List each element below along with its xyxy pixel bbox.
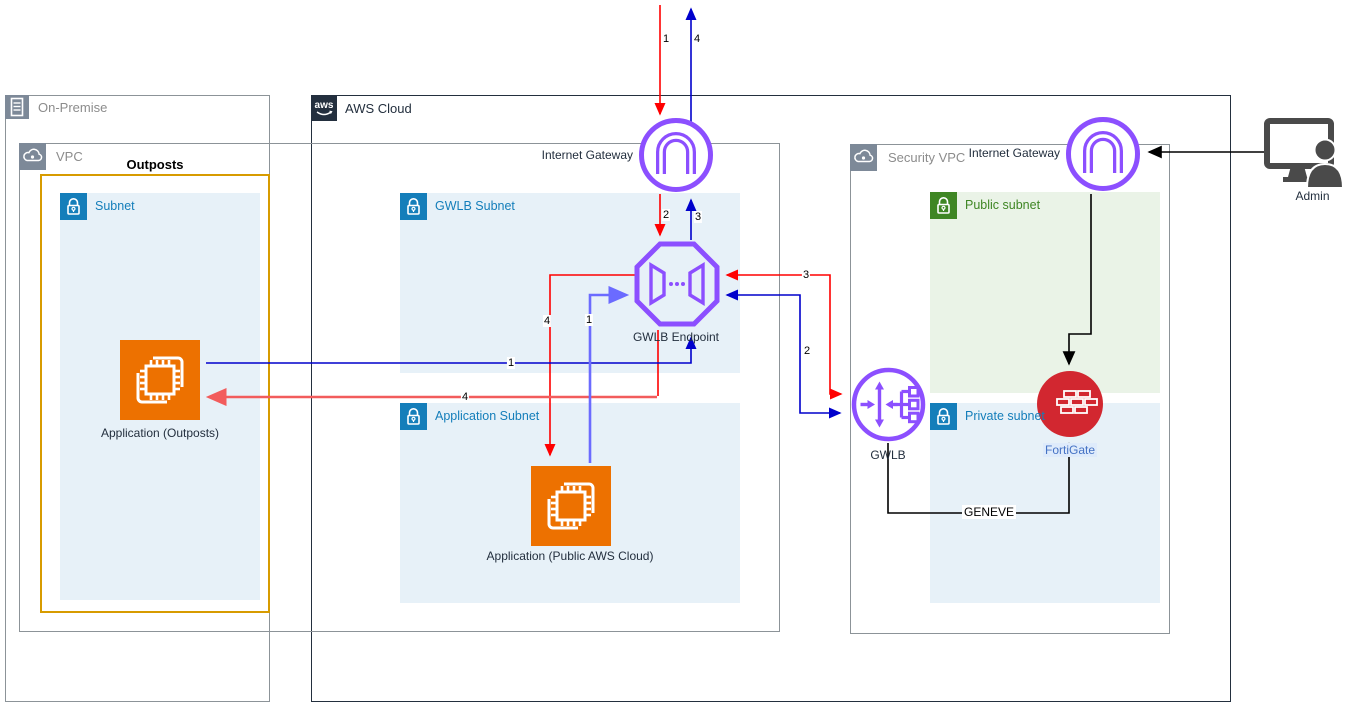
private-subnet-lock-icon [930, 403, 957, 430]
flow-label-blue-4: 4 [692, 33, 702, 45]
security-internet-gateway-label: Internet Gateway [968, 146, 1060, 160]
security-vpc-title: Security VPC [888, 150, 966, 165]
svg-text:aws: aws [315, 100, 334, 111]
vpc-icon [19, 143, 46, 170]
flow-label-blue-1b: 1 [584, 314, 594, 326]
application-public-icon [531, 466, 611, 546]
flow-red-4-gwlbe-to-public-app [544, 274, 636, 457]
gwlb-endpoint-icon [634, 241, 720, 327]
edge-security-igw-to-fortigate [1062, 194, 1092, 366]
aws-cloud-title: AWS Cloud [345, 101, 412, 116]
outposts-container [40, 174, 270, 613]
application-subnet-lock-icon [400, 403, 427, 430]
flow-label-red-1: 1 [661, 33, 671, 45]
security-internet-gateway-icon [1066, 117, 1140, 191]
flow-blue-1-outposts-app-to-gwlbe [206, 336, 697, 364]
admin-workstation-icon [1264, 118, 1345, 189]
flow-label-blue-3: 3 [693, 211, 703, 223]
flow-label-blue-1a: 1 [506, 357, 516, 369]
internet-gateway-label: Internet Gateway [541, 148, 633, 162]
gwlb-subnet-label: GWLB Subnet [435, 199, 515, 213]
gwlb-label: GWLB [870, 448, 906, 462]
application-subnet-label: Application Subnet [435, 409, 540, 423]
flow-label-red-4b: 4 [460, 391, 470, 403]
onprem-datacenter-icon [5, 95, 29, 119]
aws-logo-icon: aws [311, 95, 337, 121]
application-outposts-label: Application (Outposts) [100, 426, 220, 440]
outposts-subnet-label: Subnet [95, 199, 135, 213]
flow-label-red-2: 2 [661, 209, 671, 221]
flow-label-blue-2: 2 [802, 345, 812, 357]
flow-blue-2-gwlbe-gwlb [725, 289, 842, 419]
fortigate-icon [1037, 371, 1103, 437]
public-subnet-label: Public subnet [965, 198, 1041, 212]
private-subnet-label: Private subnet [965, 409, 1045, 423]
onprem-title: On-Premise [38, 100, 108, 115]
security-vpc-icon [850, 144, 877, 171]
aws-cloud-container [311, 95, 1231, 702]
flow-blue-1-public-app-to-gwlbe [588, 285, 630, 463]
private-subnet [930, 403, 1160, 603]
outposts-subnet-lock-icon [60, 193, 87, 220]
flow-label-red-4a: 4 [542, 315, 552, 327]
application-outposts-icon [120, 340, 200, 420]
fortigate-label: FortiGate [1042, 443, 1097, 457]
public-subnet-lock-icon [930, 192, 957, 219]
internet-gateway-icon [639, 118, 713, 192]
geneve-label: GENEVE [961, 505, 1017, 519]
public-subnet [930, 192, 1160, 393]
application-public-label: Application (Public AWS Cloud) [486, 549, 654, 563]
gwlb-icon [851, 367, 926, 442]
outposts-title: Outposts [126, 157, 184, 172]
flow-label-red-3: 3 [801, 269, 811, 281]
security-vpc-container [850, 144, 1170, 634]
admin-label: Admin [1295, 189, 1330, 203]
vpc-title: VPC [56, 149, 83, 164]
gwlb-endpoint-label: GWLB Endpoint [632, 330, 720, 344]
gwlb-subnet-lock-icon [400, 193, 427, 220]
